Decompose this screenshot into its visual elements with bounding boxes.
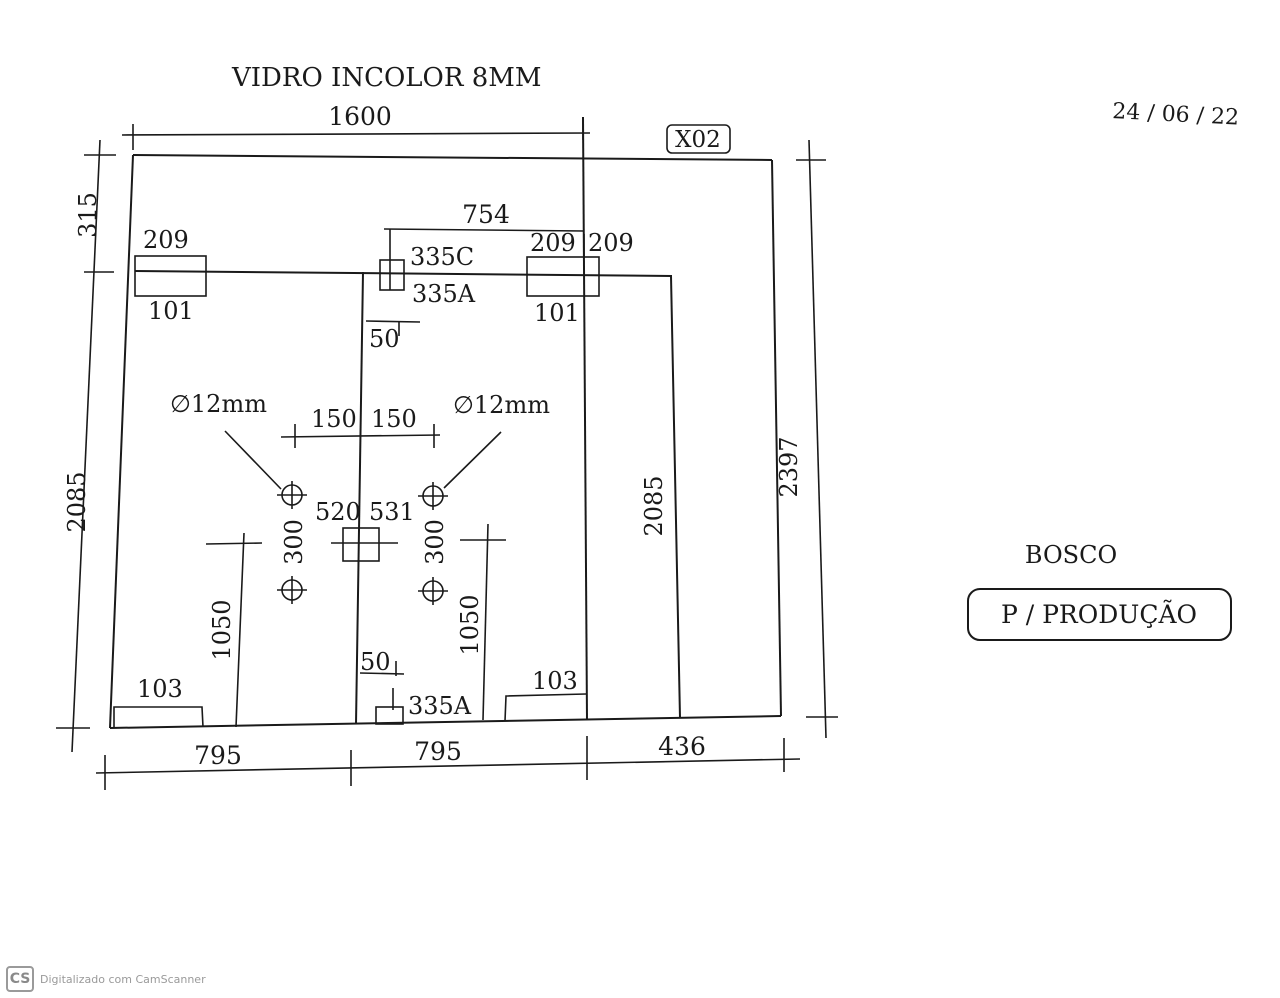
connector-cutout-bottom	[375, 706, 404, 725]
dim-bottom-436-label: 436	[658, 732, 706, 761]
scanner-footer-text: Digitalizado com CamScanner	[40, 972, 206, 986]
offset-50-top-label: 50	[369, 325, 400, 353]
dim-1050-left-tick	[205, 542, 263, 545]
drawing-date: 24 / 06 / 22	[1112, 99, 1240, 131]
dim-inner-height-label: 2085	[640, 475, 668, 536]
drill-hole-left-bottom	[277, 576, 307, 604]
dim-1050-left-label: 1050	[208, 599, 236, 660]
notch-right	[504, 693, 587, 722]
dim-left-top-label: 315	[74, 192, 102, 238]
center-520-label: 520	[315, 498, 361, 526]
connector-335a-top-label: 335A	[412, 280, 476, 308]
hinge-right-height-label: 101	[534, 299, 580, 327]
hole-right-leader	[443, 431, 502, 489]
dim-1050-left-line	[235, 532, 245, 728]
hole-left-leader	[224, 430, 282, 490]
drawing-title: VIDRO INCOLOR 8MM	[231, 63, 542, 93]
production-stamp-text: P / PRODUÇÃO	[1001, 600, 1197, 629]
connector-335c-label: 335C	[410, 243, 474, 271]
vert-300-right-label: 300	[421, 519, 449, 565]
hinge-right-width-label-b: 209	[588, 229, 634, 257]
dim-150-right-label: 150	[371, 405, 417, 433]
dim-top-width-label: 1600	[328, 102, 392, 131]
center-531-label: 531	[369, 498, 415, 526]
connector-335a-bottom-label: 335A	[408, 692, 472, 720]
drill-hole-right-top	[418, 482, 448, 510]
drill-hole-right-bottom	[418, 577, 448, 605]
notch-right-label: 103	[532, 667, 578, 695]
hinge-cutout-right	[526, 256, 600, 297]
piece-id: X02	[675, 127, 721, 153]
client-name: BOSCO	[1025, 541, 1117, 569]
drill-hole-left-top	[277, 481, 307, 509]
dim-top-width	[121, 118, 591, 150]
hinge-cutout-left	[134, 255, 207, 297]
scanner-footer: CS Digitalizado com CamScanner	[6, 964, 206, 994]
offset-50-top-line	[365, 320, 421, 323]
glass-outline	[109, 154, 782, 729]
handle-cutout-center	[342, 527, 380, 562]
dim-1050-right-line	[482, 523, 489, 721]
dim-bottom-chain	[95, 736, 801, 790]
dim-left	[56, 139, 116, 753]
dim-right-total-label: 2397	[775, 436, 803, 497]
hinge-left-height-label: 101	[148, 297, 194, 325]
hinge-left-width-label: 209	[143, 226, 189, 254]
connector-cutout-top	[379, 259, 405, 291]
dim-left-height-label: 2085	[63, 471, 91, 532]
notch-left	[113, 706, 204, 728]
offset-50-bottom-label: 50	[360, 648, 391, 676]
dim-bottom-795b-label: 795	[414, 737, 462, 766]
piece-id-box	[666, 124, 731, 154]
dim-754-label: 754	[462, 200, 510, 229]
hole-right-diameter-label: ∅12mm	[453, 391, 550, 419]
camscanner-logo-icon: CS	[6, 966, 34, 992]
dim-754-line	[383, 228, 585, 232]
hole-left-diameter-label: ∅12mm	[170, 390, 267, 418]
dim-bottom-795a-label: 795	[194, 741, 242, 770]
hinge-right-width-label-a: 209	[530, 229, 576, 257]
vert-300-left-label: 300	[280, 519, 308, 565]
production-stamp-box	[967, 588, 1232, 641]
dim-150-left-label: 150	[311, 405, 357, 433]
dim-right	[796, 139, 838, 739]
dim-150-line	[280, 434, 441, 438]
notch-left-label: 103	[137, 675, 183, 703]
dim-1050-right-label: 1050	[456, 594, 484, 655]
